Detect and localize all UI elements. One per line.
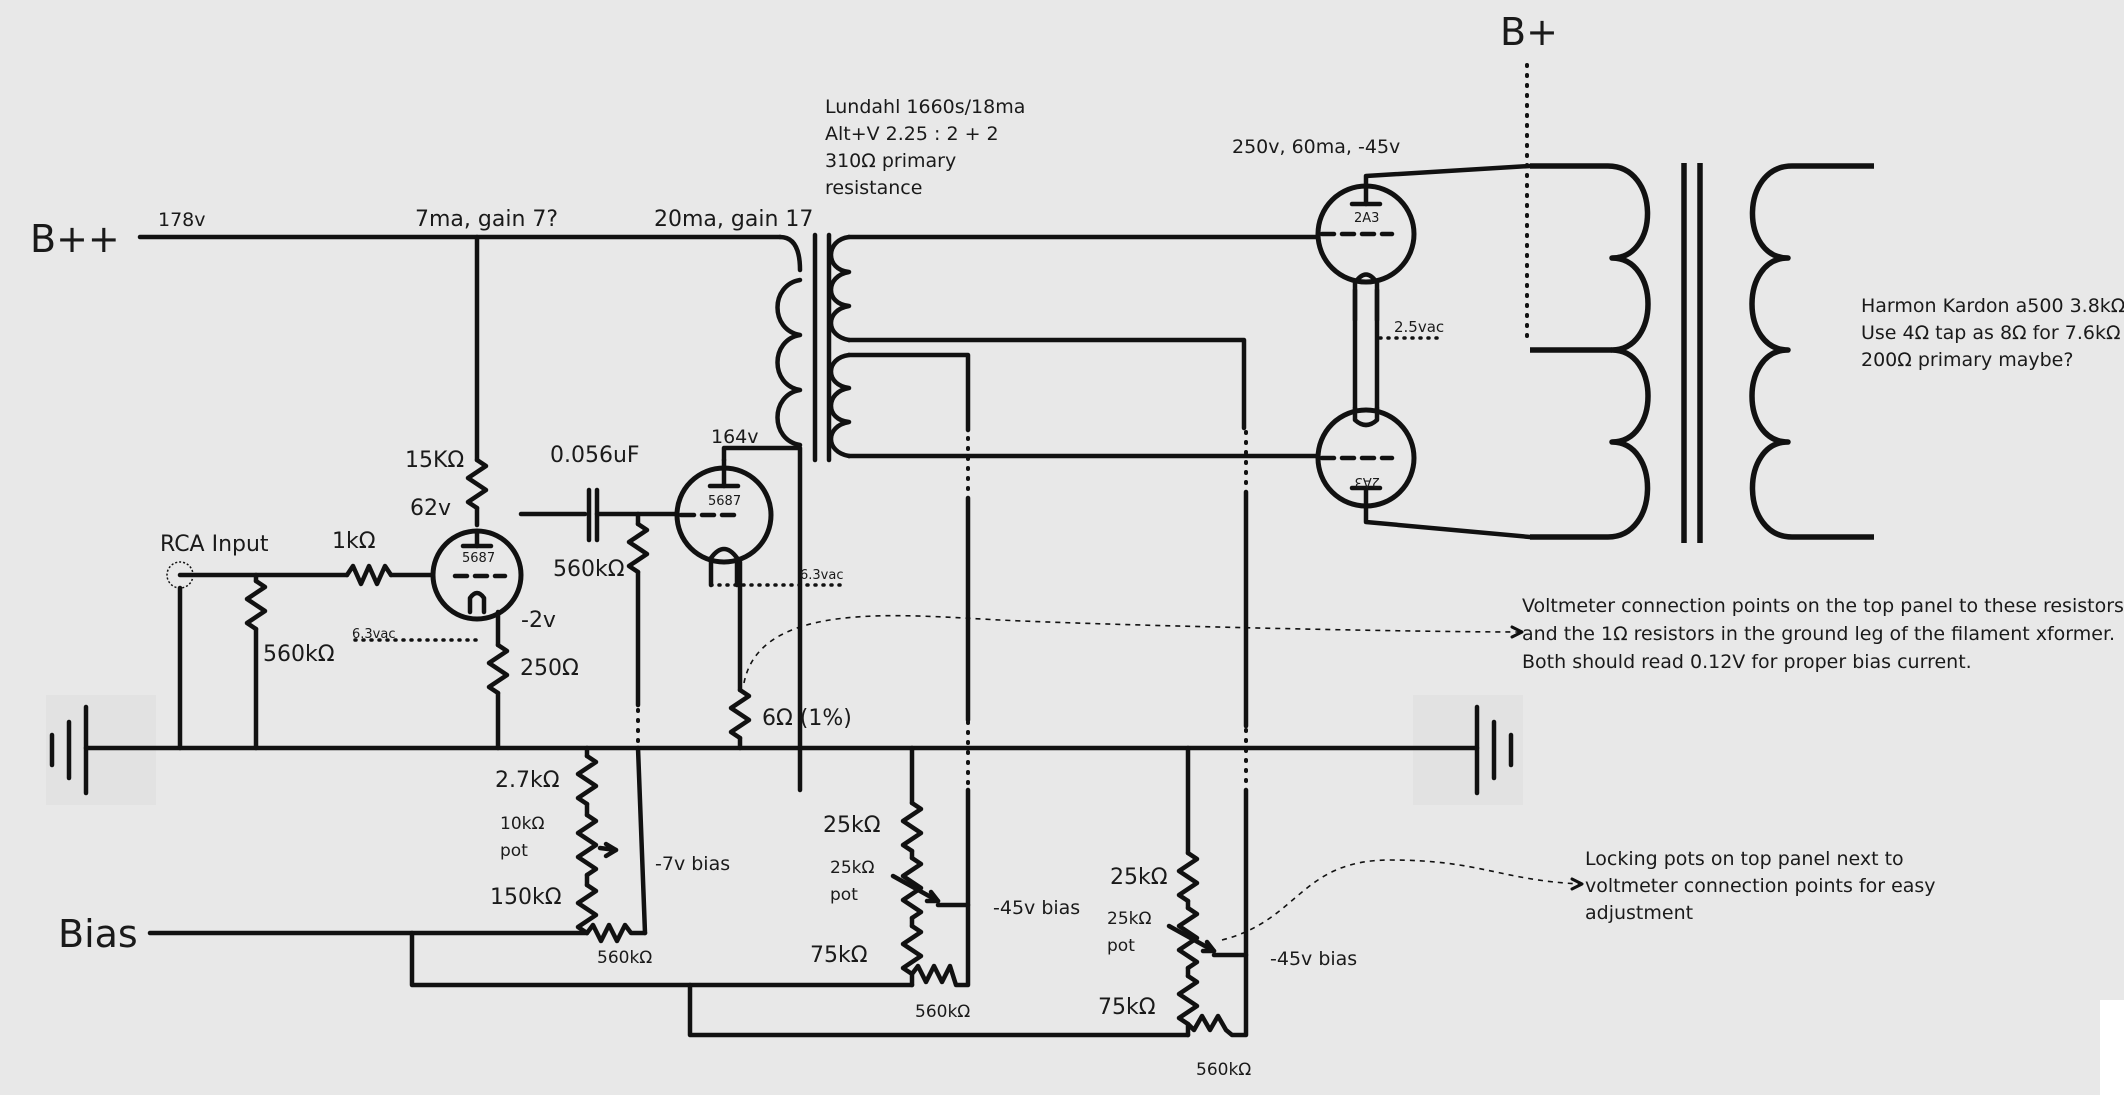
interstage-primary-wire <box>721 445 803 793</box>
label-b2-minus-45v: -45v bias <box>993 897 1080 919</box>
label-b3-pot-1: 25kΩ <box>1107 909 1151 929</box>
label-b3-minus-45v: -45v bias <box>1270 948 1357 970</box>
resistor-560k-bias1 <box>584 922 648 944</box>
label-b3-75k: 75kΩ <box>1098 995 1156 1020</box>
pot-25k-a <box>900 855 924 921</box>
interstage-secondary-b <box>828 352 852 459</box>
resistor-15k <box>465 457 489 511</box>
label-b2-pot-1: 25kΩ <box>830 858 874 878</box>
locking-pots-arrow <box>1221 859 1581 941</box>
output-secondary <box>1749 163 1874 540</box>
label-2-5vac: 2.5vac <box>1394 318 1444 336</box>
label-1k: 1kΩ <box>332 529 376 554</box>
bp-label: B+ <box>1500 10 1558 54</box>
label-560k-grid: 560kΩ <box>553 557 625 582</box>
label-b1-minus-7v: -7v bias <box>655 853 730 875</box>
label-6-3vac-b: 6.3vac <box>800 568 843 583</box>
harmon-line-1: Harmon Kardon a500 3.8kΩ <box>1861 295 2124 317</box>
label-b2-75k: 75kΩ <box>810 943 868 968</box>
label-b1-150k: 150kΩ <box>490 885 562 910</box>
resistor-250 <box>486 642 510 696</box>
interstage-secondary-a <box>828 234 852 343</box>
output-core <box>1681 163 1703 543</box>
lundahl-line-3: 310Ω primary <box>825 150 956 172</box>
pot-25k-b <box>1176 905 1200 971</box>
voltmeter-arrow <box>743 614 1521 684</box>
page-corner <box>2100 1000 2124 1095</box>
label-164v: 164v <box>711 426 759 448</box>
label-b3-560k: 560kΩ <box>1196 1060 1251 1080</box>
interstage-primary-wire-top <box>777 234 803 273</box>
resistor-25k-b <box>1176 850 1200 904</box>
resistor-75k-b <box>1176 973 1200 1027</box>
label-7ma: 7ma, gain 7? <box>415 207 558 232</box>
lundahl-line-1: Lundahl 1660s/18ma <box>825 96 1025 118</box>
label-b2-pot-2: pot <box>830 885 858 905</box>
resistor-1k <box>344 563 394 587</box>
tube-label-v2: 5687 <box>708 494 741 509</box>
v2-tube <box>674 457 774 588</box>
tube-label-v4: 2A3 <box>1355 474 1380 489</box>
label-b1-560k: 560kΩ <box>597 948 652 968</box>
interstage-primary <box>775 277 803 448</box>
label-b1-pot-2: pot <box>500 841 528 861</box>
interstage-core <box>812 232 832 463</box>
label-20ma: 20ma, gain 17 <box>654 207 813 232</box>
voltmeter-line-2: and the 1Ω resistors in the ground leg o… <box>1522 623 2115 645</box>
label-minus-2v: -2v <box>521 608 556 633</box>
resistor-150k <box>575 882 599 936</box>
bias-label: Bias <box>58 912 138 956</box>
v3-tube <box>1315 183 1417 323</box>
label-b3-25k: 25kΩ <box>1110 865 1168 890</box>
label-15k: 15KΩ <box>405 448 464 473</box>
resistor-560k-bias3 <box>1185 787 1249 1038</box>
resistor-2-7k <box>575 753 599 807</box>
label-178v: 178v <box>158 209 206 231</box>
resistor-560k-bias2 <box>909 787 971 988</box>
locking-line-2: voltmeter connection points for easy <box>1585 875 1936 897</box>
resistor-25k-a <box>900 800 924 854</box>
harmon-line-3: 200Ω primary maybe? <box>1861 349 2073 371</box>
resistor-560k-grid <box>626 521 650 575</box>
label-b1-pot-1: 10kΩ <box>500 814 544 834</box>
label-560k-input: 560kΩ <box>263 642 335 667</box>
lundahl-line-2: Alt+V 2.25 : 2 + 2 <box>825 123 999 145</box>
tube-label-v3: 2A3 <box>1354 211 1379 226</box>
locking-line-1: Locking pots on top panel next to <box>1585 848 1904 870</box>
label-b1-2-7k: 2.7kΩ <box>495 768 560 793</box>
locking-line-3: adjustment <box>1585 902 1693 924</box>
v1-tube <box>430 528 524 622</box>
label-cap: 0.056uF <box>550 443 640 468</box>
label-62v: 62v <box>410 496 451 521</box>
label-b2-25k: 25kΩ <box>823 813 881 838</box>
label-6-ohm: 6Ω (1%) <box>762 706 852 731</box>
label-6-3vac-a: 6.3vac <box>352 627 395 642</box>
resistor-75k-a <box>900 923 924 977</box>
resistor-6 <box>728 687 752 741</box>
tube-label-v1: 5687 <box>462 551 495 566</box>
resistor-560k-input <box>244 578 268 632</box>
label-b2-560k: 560kΩ <box>915 1002 970 1022</box>
lundahl-line-4: resistance <box>825 177 922 199</box>
label-rca-input: RCA Input <box>160 532 269 557</box>
label-op-point: 250v, 60ma, -45v <box>1232 136 1400 158</box>
voltmeter-line-1: Voltmeter connection points on the top p… <box>1522 595 2124 617</box>
output-filament-link <box>1352 287 1380 411</box>
pot-10k <box>575 812 599 878</box>
voltmeter-line-3: Both should read 0.12V for proper bias c… <box>1522 651 1972 673</box>
label-250: 250Ω <box>520 656 579 681</box>
harmon-line-2: Use 4Ω tap as 8Ω for 7.6kΩ <box>1861 322 2121 344</box>
v4-tube <box>1315 405 1417 510</box>
bpp-label: B++ <box>30 217 120 261</box>
label-b3-pot-2: pot <box>1107 936 1135 956</box>
